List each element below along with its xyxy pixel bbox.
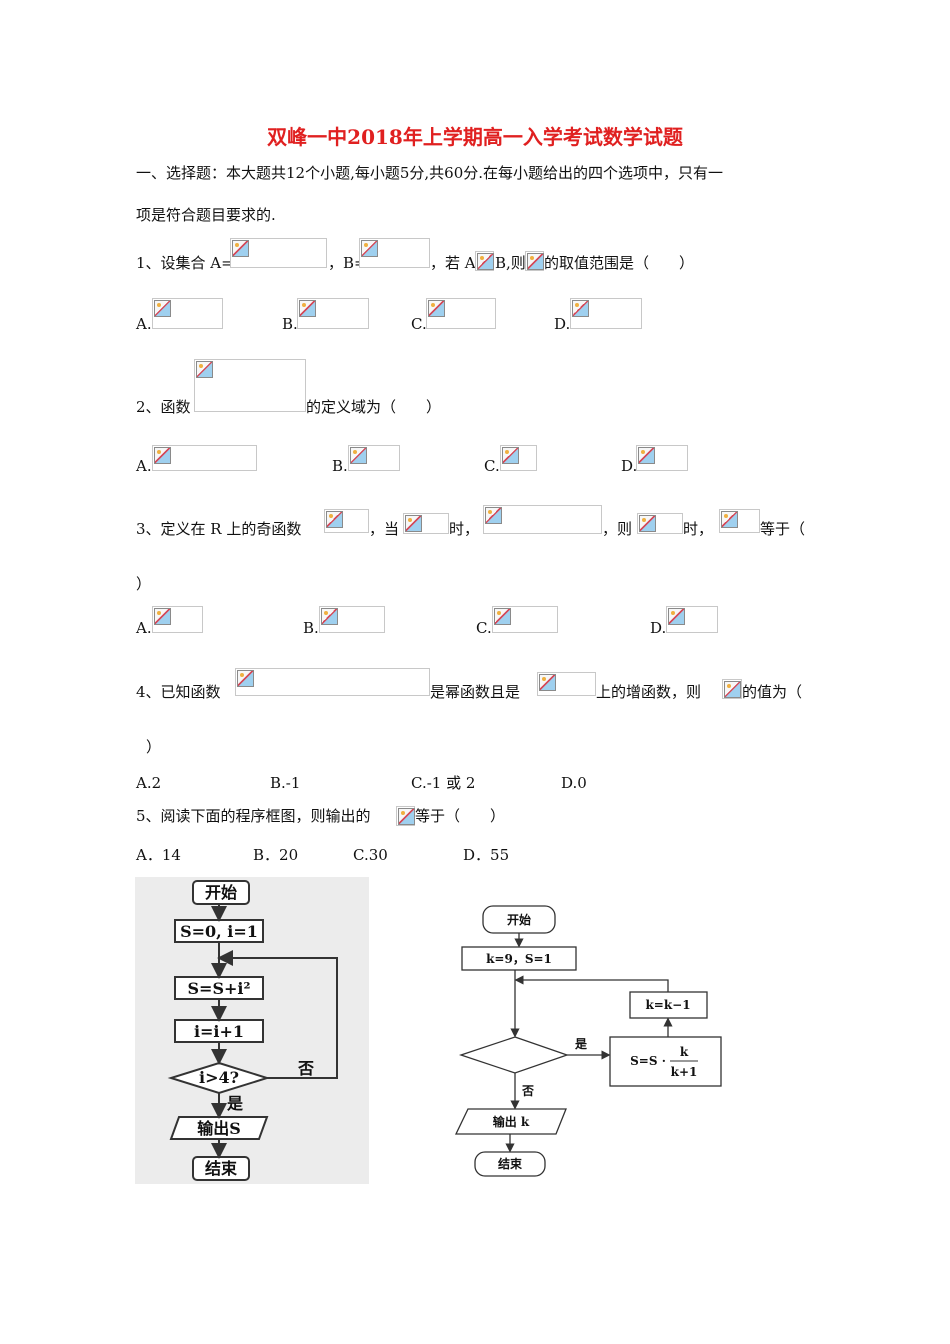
- page-title: 双峰一中2018年上学期高一入学考试数学试题: [267, 125, 683, 149]
- q3-text-5: 时，: [683, 520, 714, 538]
- flowchart-1-output-label: 输出S: [197, 1119, 241, 1138]
- q3-option-c-formula: [492, 606, 558, 633]
- flowchart-2-assign-box: [609, 1036, 722, 1087]
- flowchart-2-cond-diamond: [458, 1036, 569, 1074]
- flowchart-2-start-label: 开始: [507, 912, 531, 927]
- q3-text-3: 时，: [449, 520, 480, 538]
- q3-text-1: 3、定义在 R 上的奇函数: [136, 520, 302, 538]
- q3-formula-fx: [324, 509, 369, 533]
- q5-formula-var: [396, 806, 415, 826]
- q4-option-b: B.-1: [270, 774, 301, 792]
- q2-option-a-label: A.: [136, 457, 152, 475]
- q5-option-b: B．20: [253, 846, 299, 864]
- flowchart-2-init-label: k=9，S=1: [486, 952, 552, 966]
- q2-text-1: 2、函数: [136, 398, 191, 416]
- q2-text-2: 的定义域为（ ）: [306, 398, 442, 416]
- flowchart-1-yes-label: 是: [226, 1094, 243, 1113]
- q4-text-2: 是幂函数且是: [430, 683, 521, 701]
- section-instructions-line2: 项是符合题目要求的.: [136, 206, 276, 224]
- q1-option-b-formula: [297, 298, 369, 329]
- flowchart-1-init-label: S=0, i=1: [180, 922, 258, 941]
- q3-text-6: 等于（: [760, 520, 806, 538]
- flowchart-1-step2-label: i=i+1: [194, 1022, 244, 1041]
- q3-text-2: ，当: [369, 520, 400, 538]
- flowchart-1-step1-label: S=S+i²: [187, 979, 250, 998]
- q4-formula-interval: [537, 672, 596, 696]
- q3-formula-expr: [483, 505, 602, 534]
- q5-text-2: 等于（ ）: [415, 807, 506, 825]
- q1-text-1: 1、设集合 A=: [136, 254, 234, 272]
- flowchart-2-fraction-numerator: k: [680, 1045, 689, 1059]
- q4-option-a: A.2: [136, 774, 162, 792]
- q5-text-1: 5、阅读下面的程序框图，则输出的: [136, 807, 371, 825]
- flowchart-2-assign-lhs: S=S ·: [630, 1054, 666, 1068]
- flowchart-2-fraction-denominator: k+1: [671, 1065, 698, 1079]
- q1-option-d-formula: [570, 298, 642, 329]
- q4-option-d: D.0: [561, 774, 587, 792]
- q2-option-d-formula: [636, 445, 688, 471]
- q4-text-4: 的值为（: [742, 683, 803, 701]
- q1-option-c-label: C.: [411, 315, 427, 333]
- flowchart-2-end-label: 结束: [498, 1156, 523, 1171]
- q4-option-c: C.-1 或 2: [411, 774, 476, 792]
- q2-option-c-label: C.: [484, 457, 500, 475]
- q3-option-d-formula: [666, 606, 718, 633]
- flowchart-2-dec-label: k=k−1: [645, 998, 690, 1012]
- q2-option-b-label: B.: [332, 457, 348, 475]
- q5-option-c: C.30: [353, 846, 388, 864]
- q3-option-a-formula: [152, 606, 203, 633]
- q2-option-a-formula: [152, 445, 257, 471]
- flowchart-1-no-label: 否: [297, 1059, 314, 1078]
- q3-formula-cond2: [637, 513, 683, 534]
- q3-option-b-label: B.: [303, 619, 319, 637]
- q1-formula-var: [525, 251, 544, 271]
- q1-formula-set-a: [230, 238, 327, 268]
- q3-formula-fx2: [719, 509, 760, 533]
- q1-option-d-label: D.: [554, 315, 571, 333]
- flowchart-1-end-label: 结束: [204, 1159, 238, 1178]
- q4-formula-function: [235, 668, 430, 696]
- flowchart-2-output-box: [454, 1108, 567, 1135]
- q3-formula-cond1: [403, 513, 449, 534]
- q1-option-c-formula: [426, 298, 496, 329]
- q1-text-4: B,则: [495, 254, 526, 272]
- q1-formula-subset: [475, 251, 494, 271]
- q1-option-a-label: A.: [136, 315, 152, 333]
- q5-option-a: A．14: [136, 846, 181, 864]
- q4-formula-var: [722, 679, 742, 699]
- q1-formula-set-b: [359, 238, 430, 268]
- q4-text-1: 4、已知函数: [136, 683, 221, 701]
- q1-option-b-label: B.: [282, 315, 298, 333]
- flowchart-2: 开始 k=9，S=1 是 否 k=k−1 S=S · k k+1 输出 k 结束: [454, 905, 722, 1177]
- q3-text-4: ，则: [602, 520, 633, 538]
- q3-option-d-label: D.: [650, 619, 667, 637]
- q4-text-3: 上的增函数，则: [596, 683, 702, 701]
- q3-text-7: ）: [136, 575, 152, 593]
- q2-option-b-formula: [348, 445, 400, 471]
- q1-text-5: 的取值范围是（ ）: [544, 254, 695, 272]
- flowchart-2-output-label: 输出 k: [493, 1114, 530, 1129]
- q3-option-b-formula: [319, 606, 385, 633]
- flowchart-2-no-label: 否: [521, 1084, 534, 1098]
- q2-option-c-formula: [500, 445, 537, 471]
- flowchart-1: 开始 S=0, i=1 S=S+i² i=i+1 i>4? 否 是 输出S 结束: [135, 877, 369, 1184]
- section-instructions-line1: 一、选择题：本大题共12个小题,每小题5分,共60分.在每小题给出的四个选项中，…: [136, 164, 724, 182]
- q3-option-c-label: C.: [476, 619, 492, 637]
- flowchart-1-cond-label: i>4?: [199, 1068, 239, 1087]
- flowchart-1-start-box: [192, 880, 250, 905]
- q1-option-a-formula: [152, 298, 223, 329]
- q2-option-d-label: D.: [621, 457, 638, 475]
- flowchart-1-output-box: [169, 1116, 269, 1140]
- q2-formula-function: [194, 359, 306, 412]
- flowchart-1-start-label: 开始: [205, 883, 237, 902]
- q4-text-5: ）: [146, 738, 162, 756]
- q5-option-d: D．55: [463, 846, 510, 864]
- flowchart-2-yes-label: 是: [574, 1037, 588, 1051]
- q3-option-a-label: A.: [136, 619, 152, 637]
- q1-text-2: ，B=: [328, 254, 367, 272]
- q1-text-3: ，若 A: [430, 254, 476, 272]
